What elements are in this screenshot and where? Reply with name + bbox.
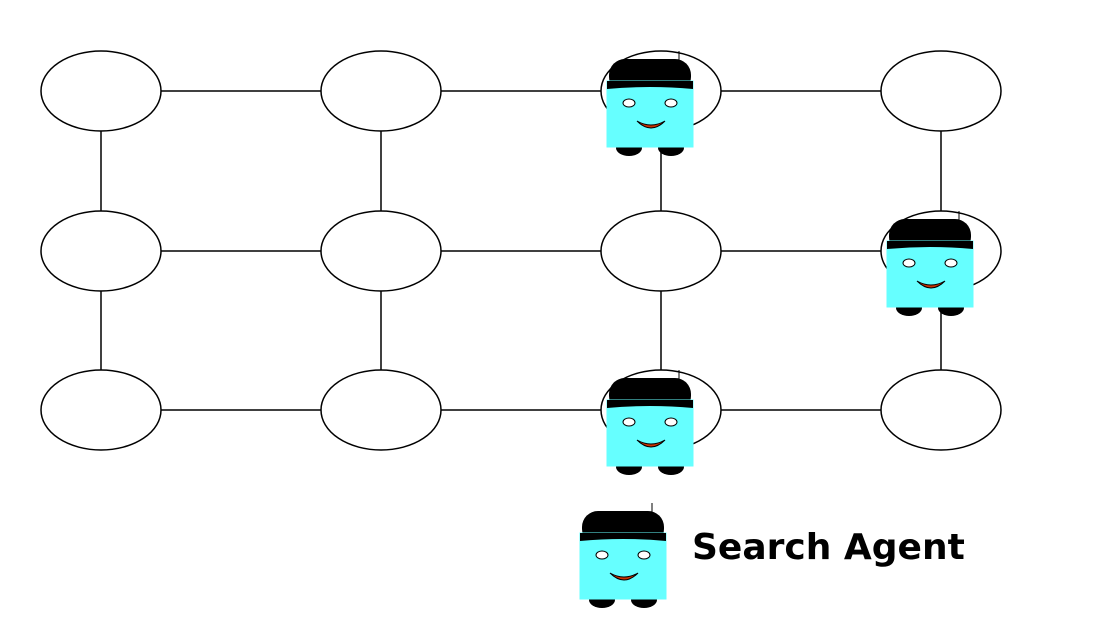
node bbox=[320, 50, 442, 132]
node bbox=[40, 210, 162, 292]
node bbox=[880, 50, 1002, 132]
legend-label: Search Agent bbox=[692, 527, 965, 568]
node bbox=[320, 369, 442, 451]
edges bbox=[100, 90, 942, 411]
node bbox=[40, 369, 162, 451]
search-agent-icon bbox=[606, 51, 694, 156]
agents bbox=[606, 51, 974, 475]
node bbox=[320, 210, 442, 292]
node bbox=[40, 50, 162, 132]
node bbox=[880, 369, 1002, 451]
search-agent-icon bbox=[886, 211, 974, 316]
node bbox=[600, 210, 722, 292]
legend-search-agent-icon bbox=[579, 503, 667, 608]
search-agent-icon bbox=[606, 370, 694, 475]
search-agent-icon bbox=[579, 503, 667, 608]
